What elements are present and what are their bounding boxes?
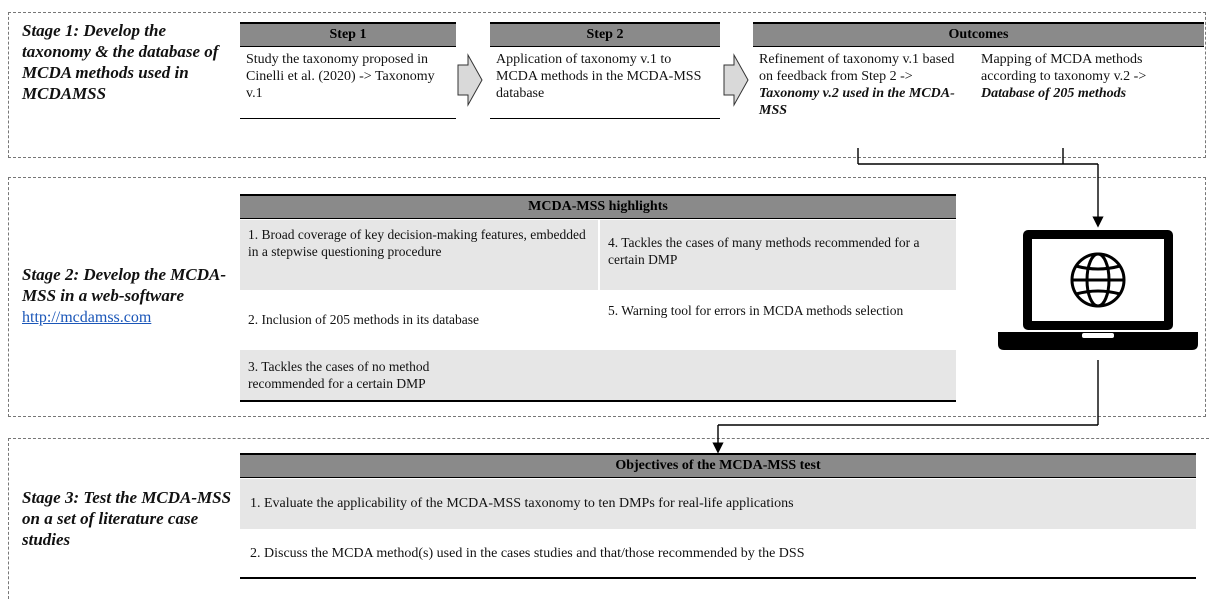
highlight-3-text: 3. Tackles the cases of no method recomm… bbox=[248, 359, 430, 391]
outcome-database-bold: Database of 205 methods bbox=[981, 86, 1127, 101]
step2-text: Application of taxonomy v.1 to MCDA meth… bbox=[490, 47, 720, 119]
stage1-title: Stage 1: Develop the taxonomy & the data… bbox=[22, 21, 219, 103]
outcome-taxonomy-bold: Taxonomy v.2 used in the MCDA-MSS bbox=[759, 86, 955, 118]
objective-1: 1. Evaluate the applicability of the MCD… bbox=[240, 479, 1196, 529]
mcdamss-link[interactable]: http://mcdamss.com bbox=[22, 309, 152, 326]
highlight-3: 3. Tackles the cases of no method recomm… bbox=[240, 350, 956, 402]
stage3-box bbox=[8, 438, 1209, 599]
step2-header: Step 2 bbox=[490, 22, 720, 47]
stage1-box bbox=[8, 12, 1206, 158]
laptop-globe-icon bbox=[998, 230, 1198, 350]
highlight-2: 2. Inclusion of 205 methods in its datab… bbox=[240, 292, 598, 348]
highlights-header: MCDA-MSS highlights bbox=[240, 194, 956, 219]
highlight-4: 4. Tackles the cases of many methods rec… bbox=[600, 220, 956, 290]
highlight-5: 5. Warning tool for errors in MCDA metho… bbox=[600, 292, 956, 348]
outcome-taxonomy: Refinement of taxonomy v.1 based on feed… bbox=[753, 47, 971, 145]
block-arrow-step2-outcomes bbox=[723, 53, 749, 107]
block-arrow-step1-step2 bbox=[457, 53, 483, 107]
outcome-database-text: Mapping of MCDA methods according to tax… bbox=[981, 52, 1147, 84]
outcomes-header: Outcomes bbox=[753, 22, 1204, 47]
highlight-1: 1. Broad coverage of key decision-making… bbox=[240, 220, 598, 290]
stage2-title: Stage 2: Develop the MCDA-MSS in a web-s… bbox=[22, 264, 232, 328]
step1-header: Step 1 bbox=[240, 22, 456, 47]
objectives-header: Objectives of the MCDA-MSS test bbox=[240, 453, 1196, 478]
laptop-to-objectives-connector bbox=[712, 360, 1099, 454]
objective-2: 2. Discuss the MCDA method(s) used in th… bbox=[240, 531, 1196, 579]
stage3-title: Stage 3: Test the MCDA-MSS on a set of l… bbox=[22, 488, 232, 549]
stage2-box bbox=[8, 177, 1206, 417]
outcome-taxonomy-text: Refinement of taxonomy v.1 based on feed… bbox=[759, 52, 955, 84]
outcome-database: Mapping of MCDA methods according to tax… bbox=[975, 47, 1204, 145]
stage2-title-text: Stage 2: Develop the MCDA-MSS in a web-s… bbox=[22, 265, 226, 305]
outcome-connectors bbox=[857, 148, 1104, 228]
step1-text: Study the taxonomy proposed in Cinelli e… bbox=[240, 47, 456, 119]
